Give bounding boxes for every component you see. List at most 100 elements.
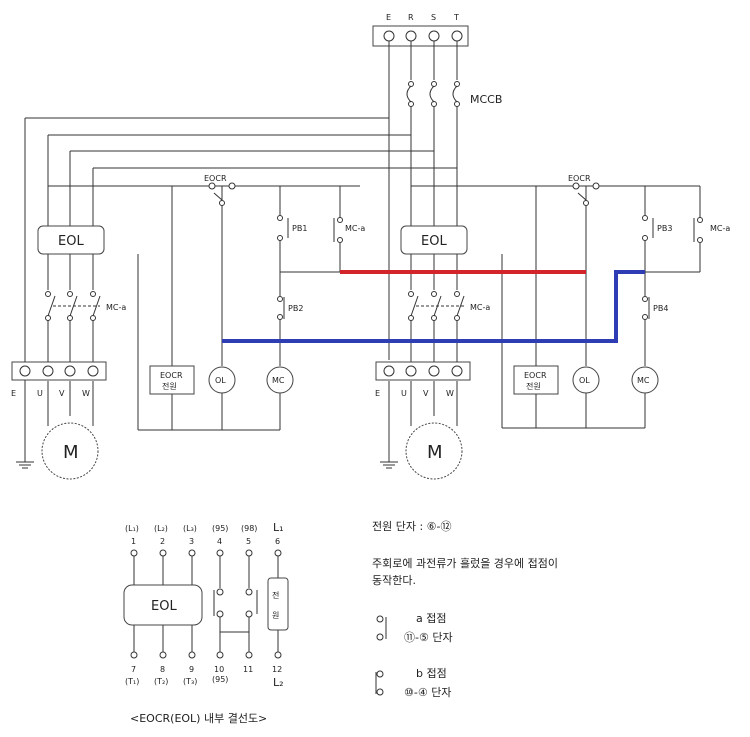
left-ol-coil [208,366,236,394]
right-eol-box [400,225,468,255]
bottom-number-12: 12 [272,665,282,674]
right-motor-label: M [427,442,443,463]
terminal-s [428,30,440,42]
left-eol-label: EOL [58,234,84,249]
left-motor-label: M [63,442,79,463]
right-pb-off-label: PB4 [653,304,668,313]
left-ol-label: OL [215,376,226,385]
top-label-5: (98) [241,524,257,533]
top-number-3: 3 [189,537,194,546]
notes-panel: 전원 단자 : ⑥-⑫ 주회로에 과전류가 흘렀을 경우에 접점이 동작한다. … [372,520,558,699]
left-eocr-power-box [149,365,195,395]
mccb-breaker: MCCB [406,81,502,226]
a-contact-symbol [376,615,387,641]
top-number-1: 1 [131,537,136,546]
power-terminal-note: 전원 단자 : ⑥-⑫ [372,520,452,533]
right-motor [405,422,463,480]
left-pb-off-label: PB2 [288,304,303,313]
bottom-label-12: L₂ [273,676,284,689]
right-terminal-label-v: V [423,389,429,398]
left-eocr-contact-label: EOCR [204,174,227,183]
right-mc-coil [631,366,659,394]
description-line-1: 주회로에 과전류가 흘렀을 경우에 접점이 [372,556,558,570]
internal-power-char2: 원 [272,611,279,620]
supply-verticals [388,41,458,360]
a-contact-title: a 접점 [416,612,446,625]
bottom-label-9: (T₃) [183,677,197,686]
blue-interlock-wire [222,270,645,343]
supply-terminal-block: E R S T [372,13,469,47]
left-eocr-power-line1: EOCR [160,371,183,380]
right-pb-on-label: PB3 [657,224,672,233]
left-terminal-label-v: V [59,389,65,398]
top-label-1: (L₁) [125,524,139,533]
right-circuit: EOL EOCR PB3 MC-a PB4 MC-a EOCR 전원 OL MC… [375,174,730,480]
bottom-number-10: 10 [214,665,224,674]
right-ol-coil [572,366,600,394]
right-ol-label: OL [579,376,590,385]
description-line-2: 동작한다. [372,574,416,587]
top-number-6: 6 [275,537,280,546]
right-terminal-block [375,361,471,381]
right-mc-aux-label: MC-a [710,224,730,233]
left-circuit: EOL EOCR PB1 MC-a PB2 MC-a EOCR 전원 OL MC… [11,174,365,480]
top-label-6: L₁ [273,521,284,534]
left-mc-main-label: MC-a [106,303,126,312]
left-mc-coil [266,366,294,394]
internal-power-box [267,577,289,631]
top-number-5: 5 [246,537,251,546]
left-terminal-label-u: U [37,389,43,398]
right-eol-label: EOL [421,234,447,249]
b-contact-title: b 접점 [416,667,447,680]
interlock-wires [222,270,645,343]
supply-label-e: E [386,13,391,22]
top-number-4: 4 [217,537,222,546]
right-eocr-power-line2: 전원 [526,381,541,391]
internal-power-char1: 전 [272,590,279,600]
right-mc-main-label: MC-a [470,303,490,312]
left-terminal-label-w: W [82,389,90,398]
bottom-label-10: (95) [212,675,228,684]
right-mc-coil-label: MC [637,376,650,385]
right-eocr-contact-label: EOCR [568,174,591,183]
bottom-label-7: (T₁) [125,677,139,686]
bottom-number-11: 11 [243,665,253,674]
supply-label-r: R [408,13,414,22]
left-mc-aux-label: MC-a [345,224,365,233]
left-terminal-label-e: E [11,389,16,398]
left-motor [41,422,99,480]
left-terminal-block [11,361,107,381]
right-eocr-power-line1: EOCR [524,371,547,380]
left-pb-on-label: PB1 [292,224,307,233]
right-terminal-label-u: U [401,389,407,398]
bottom-number-9: 9 [189,665,194,674]
left-feeders [24,117,457,455]
top-label-2: (L₂) [154,524,168,533]
top-label-4: (95) [212,524,228,533]
internal-eol-box [123,584,203,626]
b-contact-terminals: ⑩-④ 단자 [404,686,451,699]
top-label-3: (L₃) [183,524,197,533]
mccb-label: MCCB [470,93,502,106]
left-mc-coil-label: MC [272,376,285,385]
left-eol-box [37,225,105,255]
terminal-t [451,30,463,42]
right-terminal-label-w: W [446,389,454,398]
eocr-internal-diagram: EOL 전 원 (L₁) (L₂) (L₃) (95) (98) L₁ 1 2 … [123,521,289,725]
terminal-r [405,30,417,42]
bottom-number-8: 8 [160,665,165,674]
internal-eol-label: EOL [151,599,177,614]
right-eocr-power-box [513,365,559,395]
internal-diagram-caption: <EOCR(EOL) 내부 결선도> [130,712,267,725]
b-contact-symbol [375,670,384,696]
bottom-label-8: (T₂) [154,677,168,686]
supply-label-t: T [453,13,459,22]
bottom-number-7: 7 [131,665,136,674]
supply-terminal-box [372,25,469,47]
left-eocr-power-line2: 전원 [162,381,177,391]
a-contact-terminals: ⑪-⑤ 단자 [404,631,453,644]
terminal-e [383,30,395,42]
supply-label-s: S [431,13,436,22]
top-number-2: 2 [160,537,165,546]
